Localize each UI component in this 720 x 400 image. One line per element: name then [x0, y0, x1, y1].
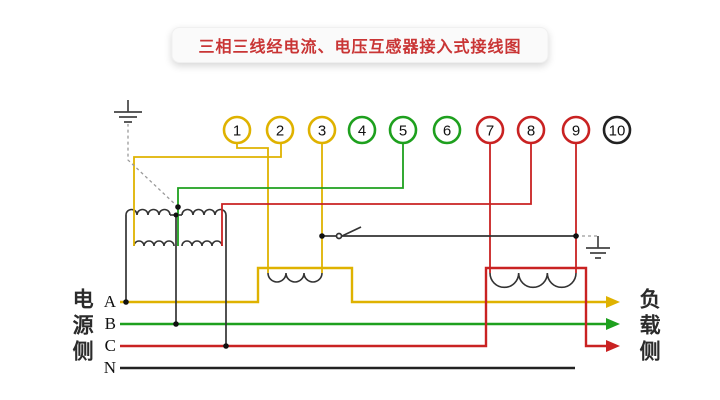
- terminal-5: 5: [388, 115, 418, 145]
- arrow-phase-c-icon: [606, 340, 620, 352]
- svg-text:5: 5: [399, 123, 407, 140]
- svg-text:10: 10: [609, 123, 626, 140]
- terminal-2: 2: [265, 115, 295, 145]
- svg-text:8: 8: [527, 123, 535, 140]
- terminal-3: 3: [307, 115, 337, 145]
- label-phase-c: C: [104, 336, 116, 355]
- terminal-8: 8: [516, 115, 546, 145]
- wires-yellow: [133, 143, 323, 273]
- svg-text:4: 4: [358, 123, 366, 140]
- terminal-1: 1: [222, 115, 252, 145]
- label-phase-n: N: [103, 358, 116, 377]
- arrow-phase-a-icon: [606, 296, 620, 308]
- svg-text:2: 2: [276, 123, 284, 140]
- label-power-side: 电源侧: [70, 288, 94, 366]
- wires-red: [221, 143, 577, 273]
- junction-dots: [123, 204, 579, 349]
- arrow-phase-b-icon: [606, 318, 620, 330]
- terminal-10: 10: [602, 115, 632, 145]
- terminal-9: 9: [561, 115, 591, 145]
- dotted-ground-wires: [127, 124, 598, 237]
- label-phase-a: A: [103, 292, 116, 311]
- svg-text:1: 1: [233, 123, 241, 140]
- terminal-6: 6: [432, 115, 462, 145]
- phase-a-line: [120, 266, 607, 304]
- title-banner: 三相三线经电流、电压互感器接入式接线图: [171, 27, 549, 63]
- pt-primary-leads: [125, 215, 227, 346]
- terminal-7: 7: [475, 115, 505, 145]
- ground-left-icon: [114, 100, 142, 123]
- ground-common-line: [322, 226, 576, 240]
- current-transformer-coils: [267, 272, 577, 289]
- terminal-row: 1 2 3 4 5 6 7: [222, 115, 632, 145]
- svg-text:6: 6: [443, 123, 451, 140]
- terminal-4: 4: [347, 115, 377, 145]
- phase-c-line: [120, 266, 607, 348]
- svg-text:7: 7: [486, 123, 494, 140]
- diagram-title: 三相三线经电流、电压互感器接入式接线图: [198, 39, 522, 56]
- svg-text:3: 3: [318, 123, 326, 140]
- label-phase-b: B: [104, 314, 116, 333]
- svg-text:9: 9: [572, 123, 580, 140]
- label-load-side: 负载侧: [637, 288, 661, 366]
- ground-right-icon: [586, 236, 610, 259]
- wires-green: [177, 143, 404, 246]
